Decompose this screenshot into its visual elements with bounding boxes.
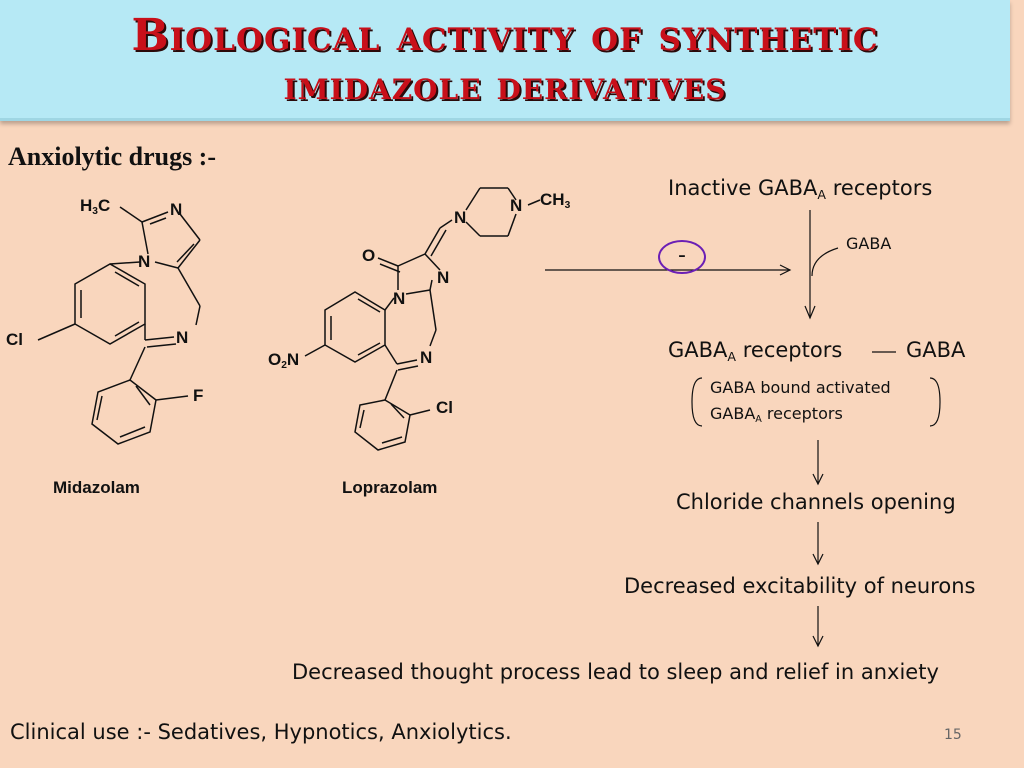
flow-step-sleep: Decreased thought process lead to sleep … <box>292 660 939 684</box>
bracket-line-1: GABA bound activated <box>710 378 891 397</box>
slide-title-line-1: Biological activity of synthetic <box>131 10 879 61</box>
midazolam-n-ring: N <box>138 252 151 271</box>
loprazolam-n-imidazole: N <box>437 268 450 287</box>
bracket-line-2: GABAA receptors <box>710 404 843 425</box>
chemical-structures <box>37 187 541 451</box>
midazolam-methyl-label: H3C <box>80 196 111 218</box>
title-bar: Biological activity of synthetic imidazo… <box>0 0 1010 121</box>
midazolam-n-top: N <box>170 200 183 219</box>
flow-step-excitability: Decreased excitability of neurons <box>624 574 976 598</box>
loprazolam-n-ring: N <box>393 289 406 308</box>
loprazolam-methyl-label: CH3 <box>540 190 571 212</box>
loprazolam-n-imine: N <box>420 348 433 367</box>
clinical-use-text: Clinical use :- Sedatives, Hypnotics, An… <box>10 720 512 744</box>
gaba-label: GABA <box>846 234 892 253</box>
loprazolam-n-piperazine-right: N <box>510 196 523 215</box>
page-number: 15 <box>944 727 962 743</box>
loprazolam-o: O <box>362 246 376 265</box>
midazolam-f: F <box>193 386 204 405</box>
inhibition-symbol: - <box>658 240 706 274</box>
section-heading: Anxiolytic drugs :- <box>8 142 216 171</box>
loprazolam-name: Loprazolam <box>342 478 438 497</box>
flow-step-chloride: Chloride channels opening <box>676 490 956 514</box>
loprazolam-n-piperazine-left: N <box>454 208 467 227</box>
midazolam-n-imine: N <box>176 328 189 347</box>
midazolam-cl: Cl <box>6 330 23 349</box>
midazolam-structure <box>37 206 201 445</box>
inactive-receptors-text: Inactive GABAA receptors <box>668 176 933 202</box>
bound-gaba-text: GABA <box>906 338 966 362</box>
loprazolam-nitro-label: O2N <box>268 350 300 372</box>
loprazolam-cl: Cl <box>436 398 453 417</box>
slide-title-line-2: imidazole derivatives <box>283 62 727 109</box>
loprazolam-structure <box>304 187 541 451</box>
midazolam-name: Midazolam <box>53 478 140 497</box>
bound-receptors-text: GABAA receptors <box>668 338 843 364</box>
